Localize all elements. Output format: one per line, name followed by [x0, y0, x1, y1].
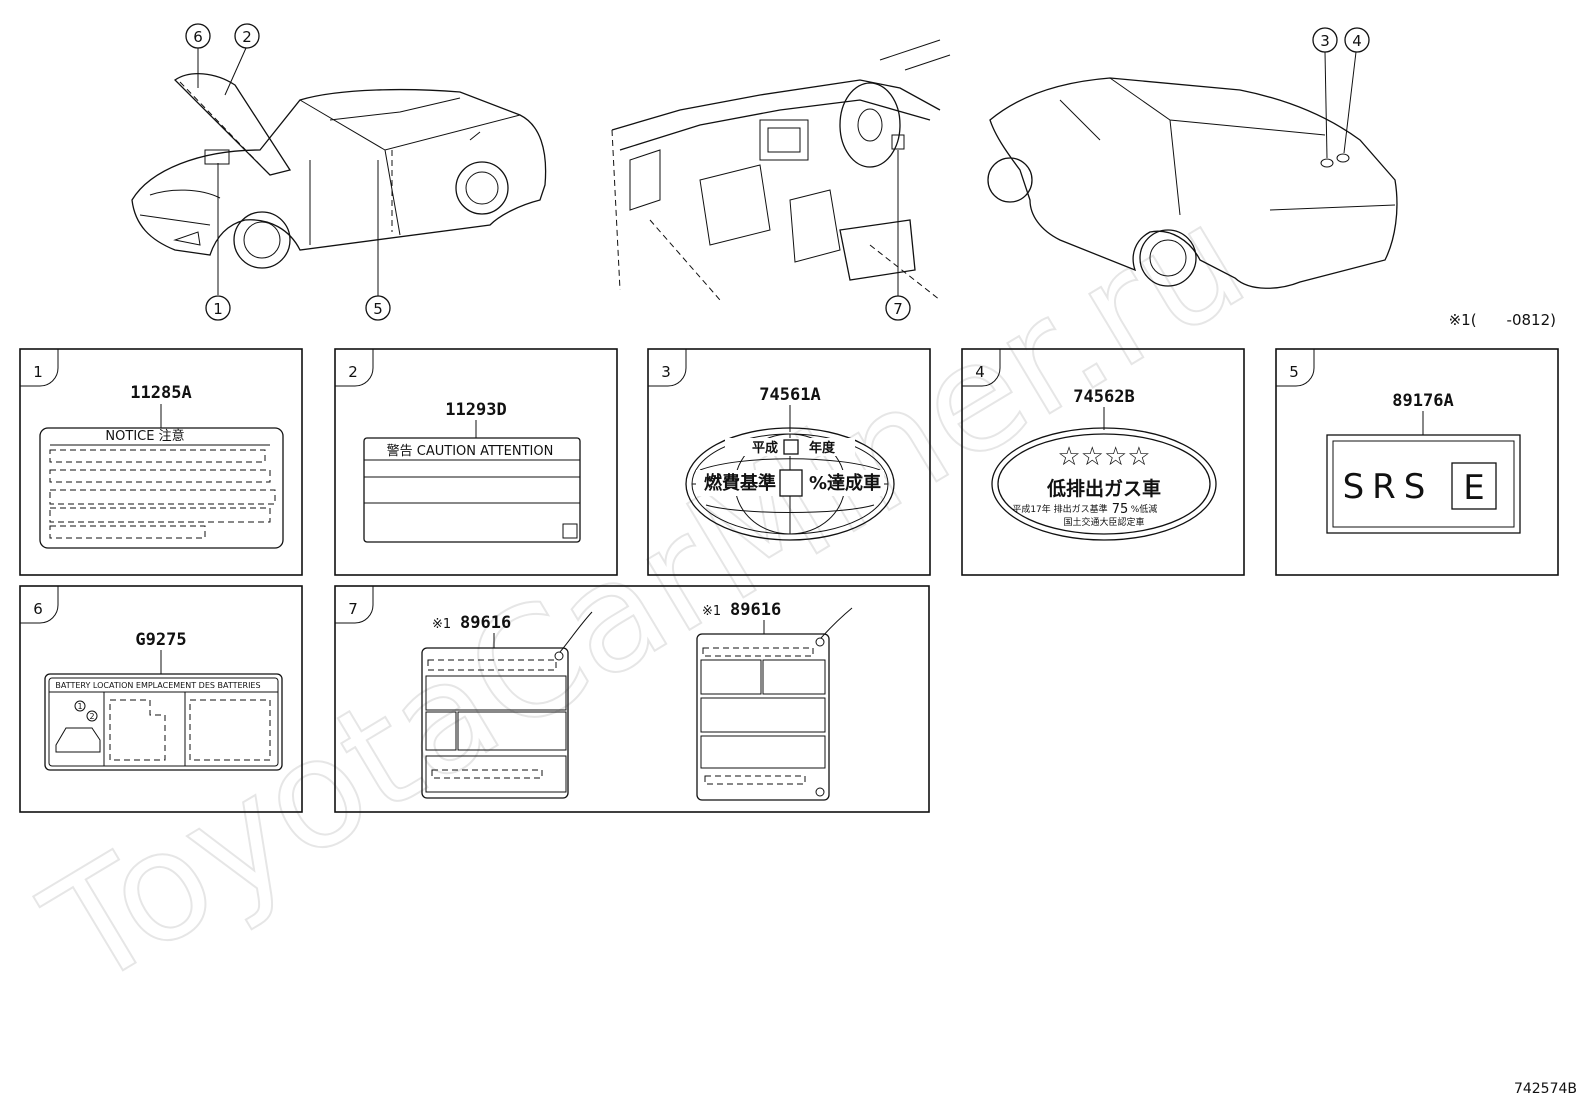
srs-text: SRS — [1343, 467, 1434, 507]
part-number-11285A: 11285A — [130, 383, 191, 403]
callout-3-car: 3 — [1312, 27, 1338, 53]
svg-text:4: 4 — [1352, 32, 1362, 50]
svg-text:5: 5 — [1289, 363, 1299, 381]
footnote-text: ※1( -0812) — [1449, 311, 1556, 329]
part-number-74561A: 74561A — [759, 385, 820, 405]
emission-stars: ☆☆☆☆ — [1057, 442, 1150, 472]
interior-illustration — [611, 39, 951, 301]
panel-5: 5 89176A SRS E — [1275, 348, 1559, 576]
svg-text:5: 5 — [373, 300, 383, 318]
part-number-89616-b: 89616 — [730, 600, 781, 620]
svg-text:4: 4 — [975, 363, 985, 381]
panel-7: 7 ※1 89616 ※1 89616 — [334, 585, 930, 813]
callout-5-car: 5 — [365, 295, 391, 321]
fuel-label-line1b: 年度 — [809, 440, 836, 456]
notice-label-text: NOTICE 注意 — [105, 428, 184, 444]
part-number-11293D: 11293D — [445, 400, 506, 420]
part-number-G9275: G9275 — [135, 630, 186, 650]
front-car-illustration — [131, 47, 547, 296]
svg-text:7: 7 — [348, 600, 358, 618]
svg-text:6: 6 — [33, 600, 43, 618]
rear-car-illustration — [987, 51, 1398, 289]
fuel-label-line1: 平成 — [752, 440, 778, 456]
svg-text:1: 1 — [33, 363, 43, 381]
tag1-mark: ※1 — [432, 617, 451, 632]
svg-text:3: 3 — [661, 363, 671, 381]
panel-2: 2 11293D 警告 CAUTION ATTENTION — [334, 348, 618, 576]
svg-text:6: 6 — [193, 28, 203, 46]
panel-3: 3 74561A 平成 年度 燃費基準 %達成車 — [647, 348, 931, 576]
svg-text:2: 2 — [89, 712, 94, 721]
callout-4-car: 4 — [1344, 27, 1370, 53]
part-number-89616-a: 89616 — [460, 613, 511, 633]
srs-letter: E — [1463, 468, 1484, 508]
panel-6: 6 G9275 BATTERY LOCATION EMPLACEMENT DES… — [19, 585, 303, 813]
part-number-74562B: 74562B — [1073, 387, 1134, 407]
svg-text:1: 1 — [77, 702, 82, 711]
tag2-mark: ※1 — [702, 604, 721, 619]
svg-text:2: 2 — [242, 28, 252, 46]
emission-sub1-num: 75 — [1112, 502, 1129, 517]
fuel-label-line2a: 燃費基準 — [704, 472, 776, 494]
svg-text:2: 2 — [348, 363, 358, 381]
diagram-id: 742574B — [1514, 1081, 1577, 1097]
callout-1-car: 1 — [205, 295, 231, 321]
svg-text:3: 3 — [1320, 32, 1330, 50]
emission-title: 低排出ガス車 — [1046, 477, 1161, 500]
emission-sub1b: %低減 — [1131, 503, 1158, 515]
battery-header: BATTERY LOCATION EMPLACEMENT DES BATTERI… — [55, 681, 260, 690]
callout-6-top: 6 — [185, 23, 211, 49]
part-number-89176A: 89176A — [1392, 391, 1453, 411]
caution-label-text: 警告 CAUTION ATTENTION — [387, 443, 554, 459]
svg-text:1: 1 — [213, 300, 223, 318]
svg-text:7: 7 — [893, 300, 903, 318]
emission-sub1: 平成17年 排出ガス基準 — [1012, 503, 1107, 515]
emission-sub2: 国土交通大臣認定車 — [1063, 516, 1144, 528]
callout-7-interior: 7 — [885, 295, 911, 321]
panel-1: 1 11285A NOTICE 注意 — [19, 348, 303, 576]
fuel-label-line2b: %達成車 — [809, 472, 881, 494]
callout-2-top: 2 — [234, 23, 260, 49]
panel-4: 4 74562B ☆☆☆☆ 低排出ガス車 平成17年 排出ガス基準 75 %低減… — [961, 348, 1245, 576]
